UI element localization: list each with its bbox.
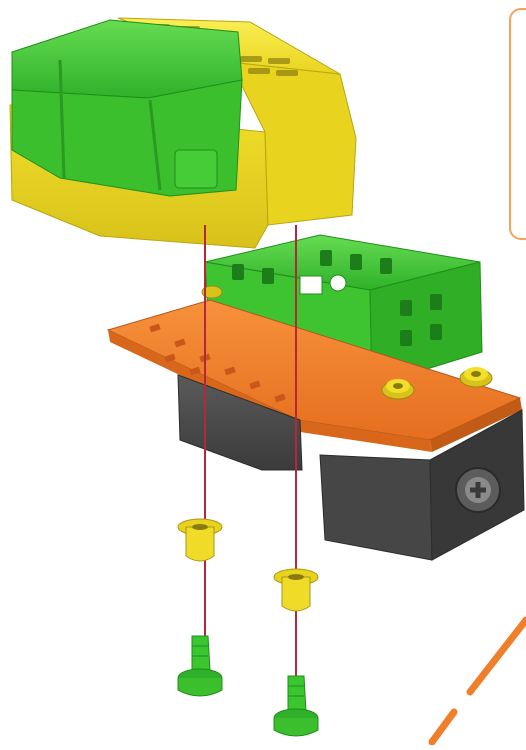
spacer-pin bbox=[178, 519, 222, 561]
decorative-stripe bbox=[432, 620, 526, 742]
spacer-pin bbox=[274, 569, 318, 611]
battery-pack bbox=[12, 20, 242, 196]
connector-pin bbox=[178, 636, 222, 696]
connector-pin bbox=[274, 676, 318, 736]
callout-frame bbox=[509, 8, 526, 240]
